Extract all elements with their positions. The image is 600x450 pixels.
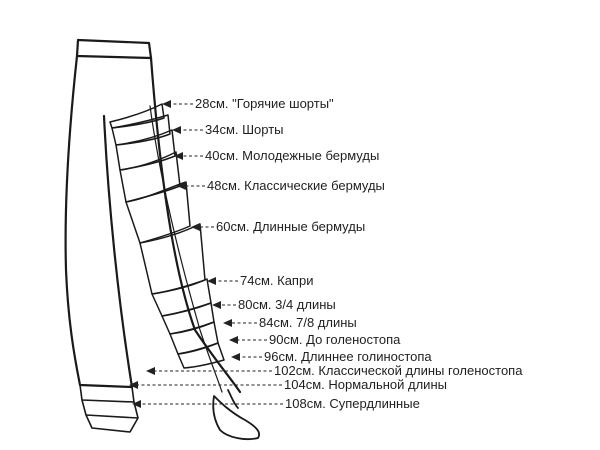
label-28cm: 28см. "Горячие шорты" xyxy=(195,96,334,111)
leader-84-arrow xyxy=(223,319,232,327)
leader-48-arrow xyxy=(177,182,186,190)
label-96cm: 96см. Длиннее голиностопа xyxy=(264,349,432,364)
label-84cm: 84см. 7/8 длины xyxy=(259,315,357,330)
leader-108-arrow xyxy=(132,400,141,408)
label-60cm: 60см. Длинные бермуды xyxy=(216,219,365,234)
leader-102-arrow xyxy=(146,367,155,375)
hem-layer-96 xyxy=(177,342,225,369)
hem-layer-48 xyxy=(119,151,181,203)
label-34cm: 34см. Шорты xyxy=(205,122,284,137)
label-74cm: 74см. Капри xyxy=(240,273,313,288)
length-labels: 28см. "Горячие шорты" 34см. Шорты 40см. … xyxy=(195,96,523,411)
label-90cm: 90см. До голеностопа xyxy=(269,332,401,347)
waistband xyxy=(75,38,153,60)
leader-40-arrow xyxy=(174,152,183,160)
leader-80-arrow xyxy=(212,301,221,309)
label-108cm: 108см. Супердлинные xyxy=(285,396,420,411)
label-48cm: 48см. Классические бермуды xyxy=(207,178,385,193)
label-40cm: 40см. Молодежные бермуды xyxy=(205,148,379,163)
left-trouser-leg xyxy=(64,54,134,389)
leader-104-arrow xyxy=(129,381,138,389)
leader-60-arrow xyxy=(191,223,200,231)
hem-layer-60 xyxy=(125,181,191,244)
leader-74-arrow xyxy=(207,277,216,285)
label-102cm: 102см. Классической длины голеностопа xyxy=(274,363,523,378)
leader-lines xyxy=(129,100,283,408)
shoe xyxy=(212,389,260,441)
label-104cm: 104см. Нормальной длины xyxy=(284,377,447,392)
right-trouser-leg xyxy=(149,56,242,394)
leader-96-arrow xyxy=(231,353,240,361)
leader-90-arrow xyxy=(229,336,238,344)
leader-28-arrow xyxy=(162,100,171,108)
leader-34-arrow xyxy=(172,126,181,134)
label-80cm: 80см. 3/4 длины xyxy=(238,297,336,312)
inner-seam xyxy=(149,105,223,393)
hem-stack xyxy=(79,384,139,433)
